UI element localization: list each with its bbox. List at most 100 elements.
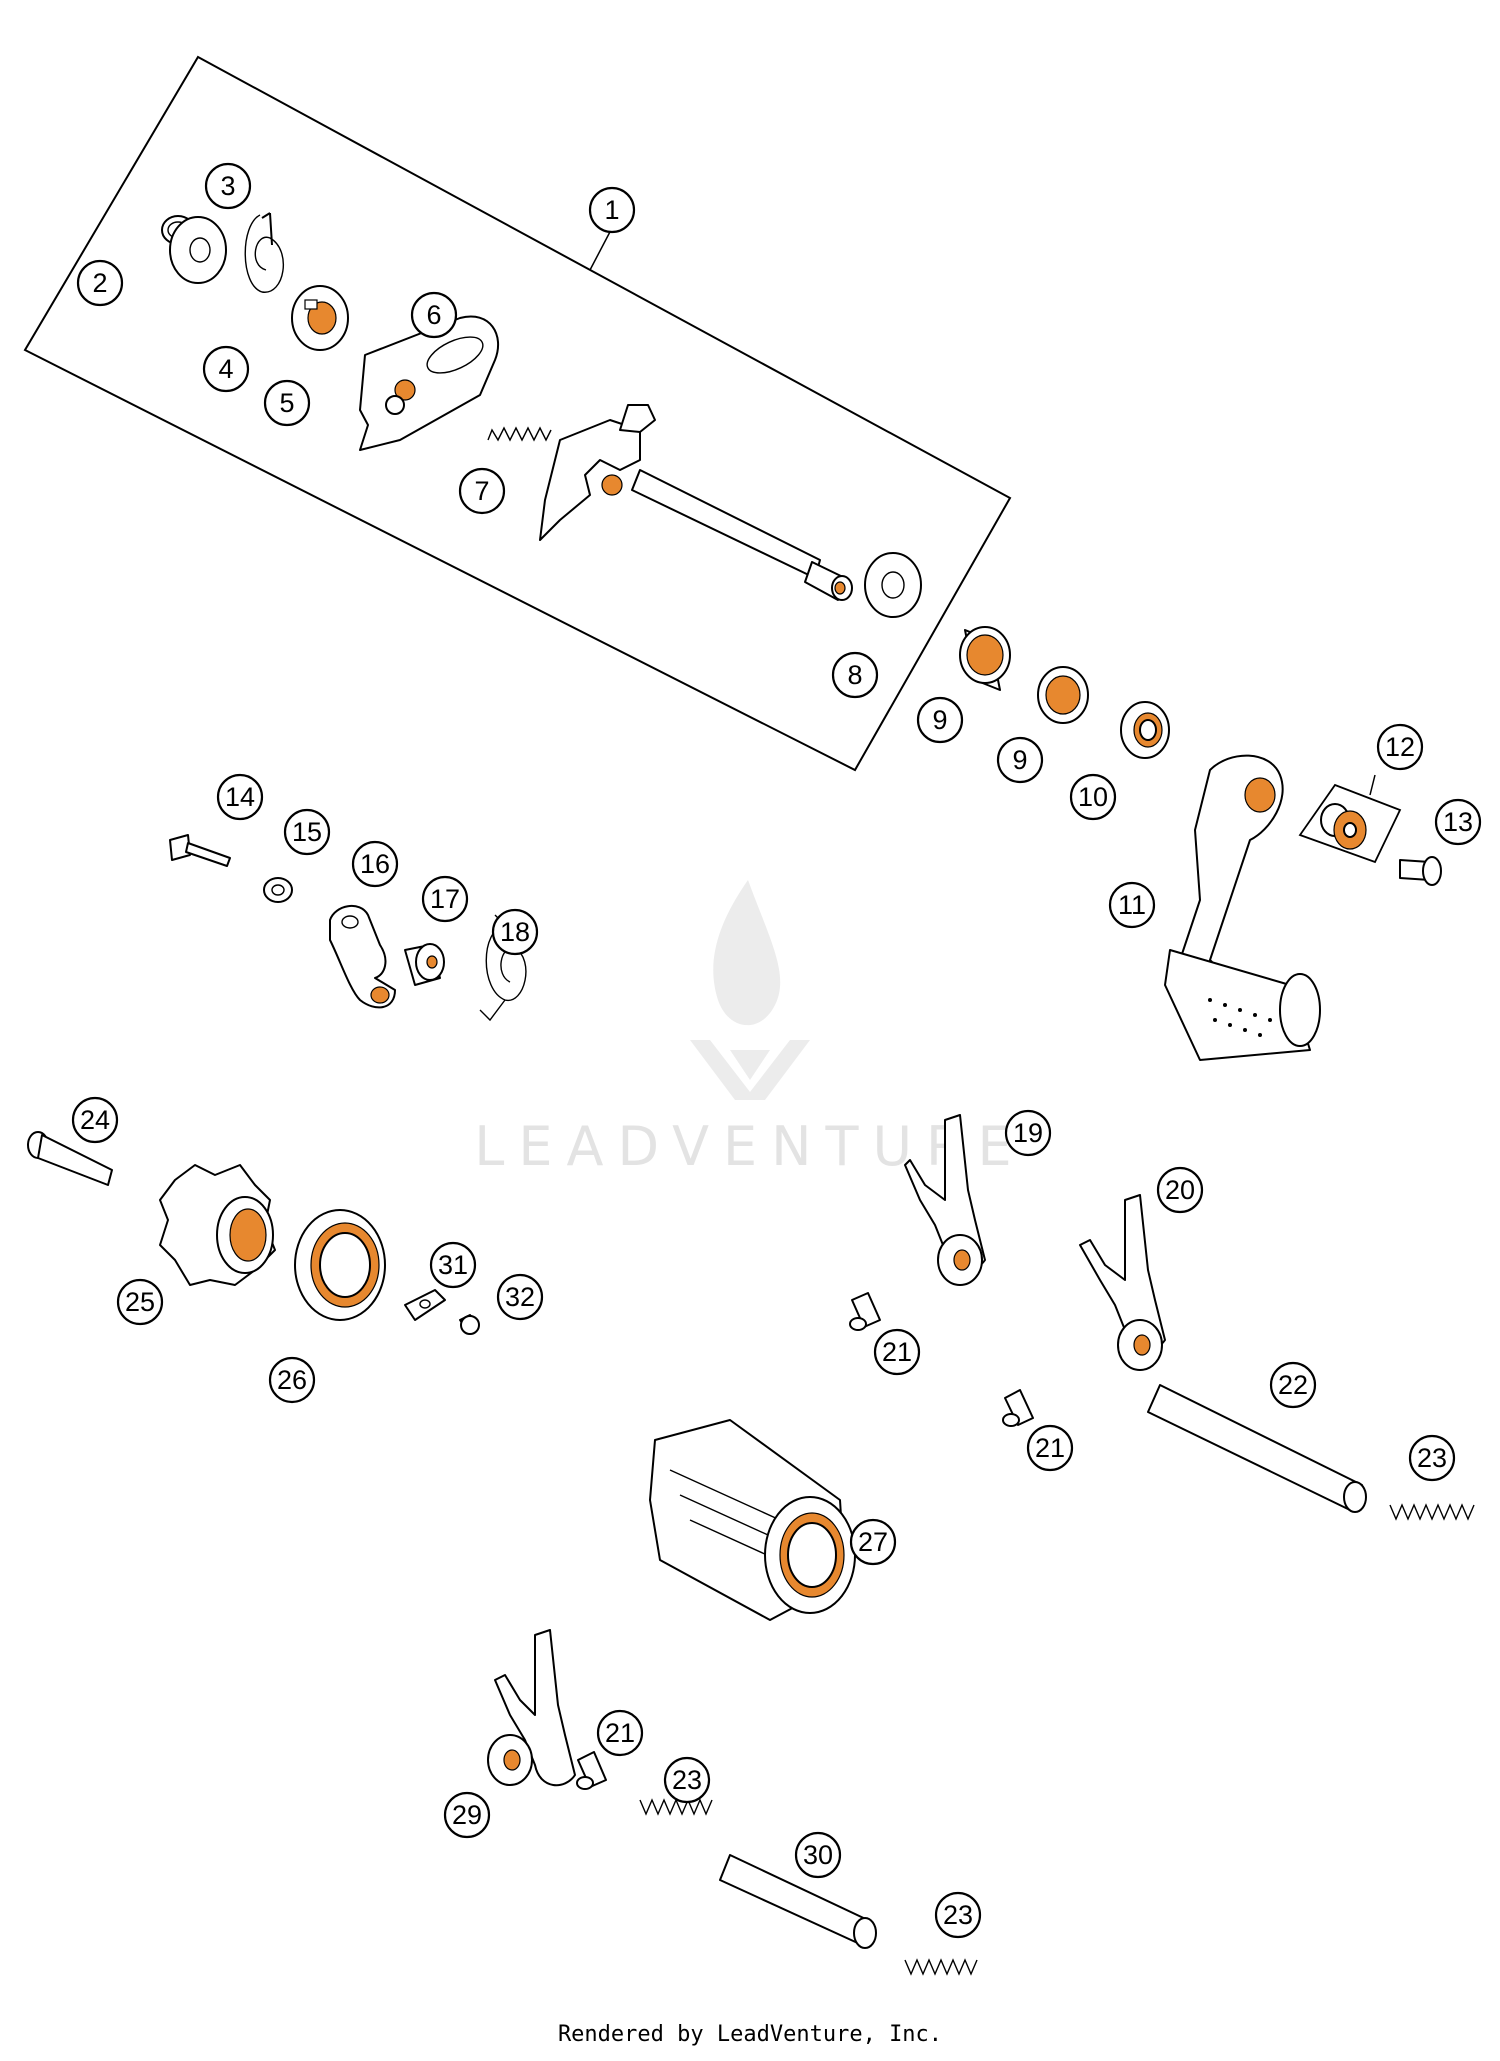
callout: 32 <box>496 1273 544 1321</box>
callout-label: 8 <box>847 660 862 690</box>
shift-drum-bolt <box>27 1131 113 1186</box>
callout: 8 <box>831 651 879 699</box>
callout-label: 14 <box>225 782 255 812</box>
callout-label: 9 <box>1012 745 1027 775</box>
callout-label: 21 <box>1035 1433 1065 1463</box>
callout: 23 <box>1408 1434 1456 1482</box>
callout-label: 29 <box>452 1800 482 1830</box>
callout-label: 7 <box>474 476 489 506</box>
callout-label: 23 <box>672 1765 702 1795</box>
shift-shaft-assembly-frame <box>23 55 1012 772</box>
callout: 25 <box>116 1278 164 1326</box>
callout: 23 <box>934 1891 982 1939</box>
locking-screw <box>459 1314 480 1335</box>
callout: 17 <box>421 875 469 923</box>
callout: 21 <box>873 1328 921 1376</box>
callout: 16 <box>351 840 399 888</box>
washer-large <box>169 216 227 284</box>
callout-label: 18 <box>500 917 530 947</box>
washer-shaft <box>864 552 922 618</box>
callout: 19 <box>1004 1109 1052 1157</box>
detent-lever <box>329 905 396 1009</box>
shift-shaft <box>539 404 853 601</box>
shift-fork-3 <box>487 1629 576 1787</box>
callout: 7 <box>458 467 506 515</box>
callout-label: 25 <box>125 1287 155 1317</box>
detent-washer <box>263 877 293 903</box>
leader-line-1 <box>589 227 613 271</box>
watermark: LEADVENTURE <box>474 880 1025 1178</box>
shift-lever <box>1164 754 1321 1061</box>
callout-label: 17 <box>430 884 460 914</box>
lever-washer-kit <box>1298 774 1402 864</box>
lever-bolt <box>1399 856 1442 886</box>
callout: 6 <box>410 291 458 339</box>
callout: 13 <box>1434 798 1482 846</box>
callout: 4 <box>202 345 250 393</box>
callout-label: 2 <box>92 268 107 298</box>
callout: 24 <box>71 1096 119 1144</box>
callout: 27 <box>849 1518 897 1566</box>
callout-label: 32 <box>505 1282 535 1312</box>
shift-drum-star <box>159 1164 276 1286</box>
callout: 1 <box>588 186 636 234</box>
callout: 10 <box>1069 773 1117 821</box>
callout-label: 12 <box>1385 732 1415 762</box>
callout-label: 22 <box>1278 1370 1308 1400</box>
callout: 9 <box>996 736 1044 784</box>
callout: 20 <box>1156 1166 1204 1214</box>
callout-label: 3 <box>220 171 235 201</box>
callout-label: 19 <box>1013 1118 1043 1148</box>
shift-drum <box>649 1419 856 1621</box>
watermark-text: LEADVENTURE <box>474 1115 1025 1178</box>
callout: 12 <box>1376 723 1424 771</box>
callout-label: 20 <box>1165 1175 1195 1205</box>
callout-label: 1 <box>604 195 619 225</box>
fork-pin-1 <box>849 1292 881 1331</box>
shaft-seal <box>1120 701 1170 759</box>
callout-label: 27 <box>858 1527 888 1557</box>
callout: 18 <box>491 908 539 956</box>
locking-plate <box>404 1289 446 1321</box>
callout: 30 <box>794 1831 842 1879</box>
fork-pin-3 <box>576 1751 607 1790</box>
callout: 26 <box>268 1356 316 1404</box>
callout: 21 <box>596 1709 644 1757</box>
callout: 3 <box>204 162 252 210</box>
torsion-spring <box>244 212 285 293</box>
callout-label: 6 <box>426 300 441 330</box>
detent-roller <box>404 943 445 986</box>
callout-label: 5 <box>279 388 294 418</box>
callout-label: 4 <box>218 354 233 384</box>
callout: 31 <box>429 1241 477 1289</box>
leadventure-flame-logo <box>690 880 810 1100</box>
callout: 14 <box>216 773 264 821</box>
callout-label: 26 <box>277 1365 307 1395</box>
callout: 2 <box>76 259 124 307</box>
fork-pin-2 <box>1002 1389 1034 1427</box>
detent-bolt <box>169 834 231 867</box>
shift-drum-bearing <box>294 1209 386 1321</box>
callout: 22 <box>1269 1361 1317 1409</box>
callout-label: 21 <box>605 1718 635 1748</box>
callout-label: 11 <box>1118 890 1146 920</box>
callout-label: 24 <box>80 1105 110 1135</box>
callout: 15 <box>283 808 331 856</box>
footer-credit: Rendered by LeadVenture, Inc. <box>557 2022 943 2047</box>
callout: 23 <box>663 1756 711 1804</box>
callout-label: 15 <box>292 817 322 847</box>
callout-label: 21 <box>882 1337 912 1367</box>
shift-fork-2 <box>1079 1194 1166 1371</box>
callout-label: 31 <box>438 1250 468 1280</box>
shift-fork-1 <box>904 1114 986 1286</box>
callout-label: 23 <box>1417 1443 1447 1473</box>
callout-label: 16 <box>360 849 390 879</box>
bushing-2 <box>1037 666 1089 724</box>
fork-rail-2 <box>719 1854 877 1949</box>
callout-label: 10 <box>1078 782 1108 812</box>
shift-plate <box>359 315 500 451</box>
return-spring <box>487 426 552 442</box>
rail-spring-2 <box>639 1798 713 1816</box>
callout: 29 <box>443 1791 491 1839</box>
